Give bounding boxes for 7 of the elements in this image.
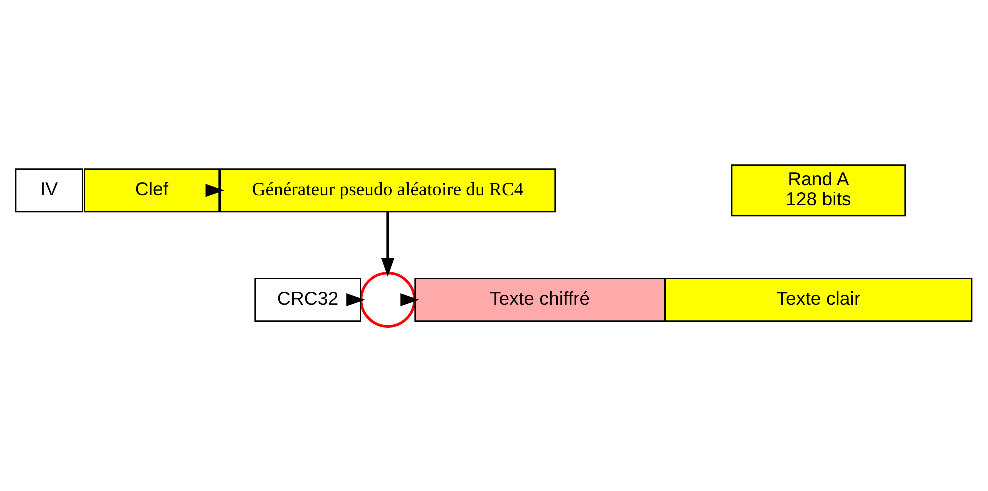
node-box: Rand A 128 bits	[731, 164, 906, 216]
arrow	[206, 184, 224, 197]
arrow	[346, 292, 366, 306]
node-box: Texte clair	[664, 278, 973, 322]
arrow	[381, 212, 395, 277]
node-box: IV	[15, 168, 84, 212]
arrow	[400, 292, 420, 306]
